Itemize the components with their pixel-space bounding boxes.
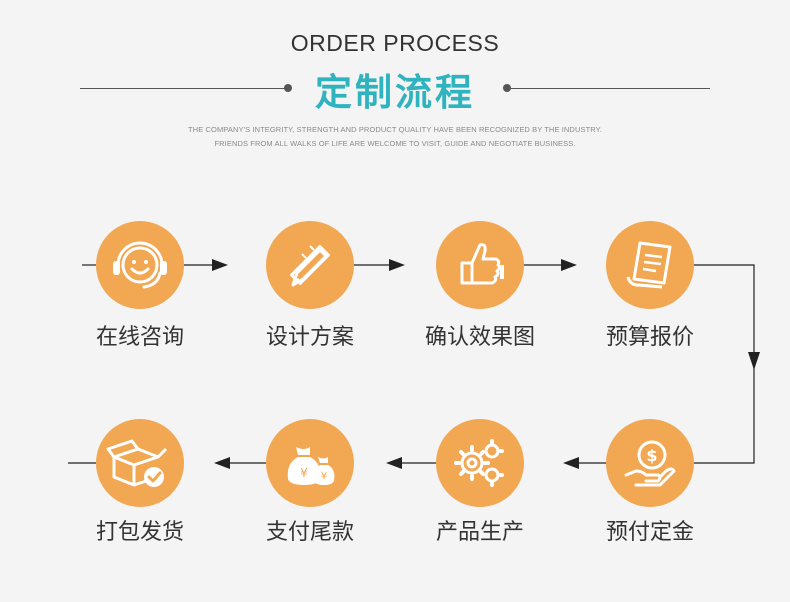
- header-tagline-line2: FRIENDS FROM ALL WALKS OF LIFE ARE WELCO…: [214, 139, 576, 148]
- quotation-document-icon: [626, 241, 672, 289]
- package-box-icon: [106, 439, 168, 487]
- step-circle-4: [606, 221, 694, 309]
- header-divider-right: [509, 88, 710, 89]
- arrow-right-2: [389, 259, 405, 271]
- arrow-left-3: [214, 457, 230, 469]
- headset-icon: [113, 241, 167, 289]
- gears-icon: [454, 439, 504, 487]
- step-circle-6: [436, 419, 524, 507]
- thumbs-up-icon: [460, 243, 504, 285]
- step-circle-7: ¥ ¥: [266, 419, 354, 507]
- arrow-left-1: [563, 457, 579, 469]
- arrow-right-1: [212, 259, 228, 271]
- header-divider-left: [80, 88, 286, 89]
- header-title-zh: 定制流程: [315, 71, 475, 114]
- pencil-ruler-icon: [290, 245, 330, 287]
- step-label-6: 产品生产: [435, 520, 524, 545]
- arrow-down: [748, 352, 760, 370]
- svg-text:¥: ¥: [300, 466, 308, 480]
- header-title-en: ORDER PROCESS: [290, 30, 500, 56]
- step-label-2: 设计方案: [265, 325, 354, 350]
- step-circle-8: [96, 419, 184, 507]
- step-label-3: 确认效果图: [424, 325, 535, 350]
- header-divider-dot-right: [503, 84, 511, 92]
- svg-text:¥: ¥: [321, 471, 327, 482]
- money-bags-icon: ¥ ¥: [287, 447, 335, 485]
- header-tagline-line1: THE COMPANY'S INTEGRITY, STRENGTH AND PR…: [188, 125, 602, 134]
- header-divider-dot-left: [284, 84, 292, 92]
- step-label-7: 支付尾款: [265, 520, 354, 545]
- step-label-5: 预付定金: [605, 520, 694, 545]
- connector-4-5: [692, 264, 755, 464]
- arrow-right-3: [561, 259, 577, 271]
- svg-text:$: $: [646, 446, 657, 465]
- step-circle-3: [436, 221, 524, 309]
- step-label-4: 预算报价: [605, 325, 694, 350]
- coin-hand-icon: $: [624, 440, 676, 487]
- step-label-8: 打包发货: [95, 520, 184, 545]
- step-circle-5: $: [606, 419, 694, 507]
- step-circle-1: [96, 221, 184, 309]
- step-circle-2: [266, 221, 354, 309]
- arrow-left-2: [386, 457, 402, 469]
- step-label-1: 在线咨询: [95, 325, 184, 350]
